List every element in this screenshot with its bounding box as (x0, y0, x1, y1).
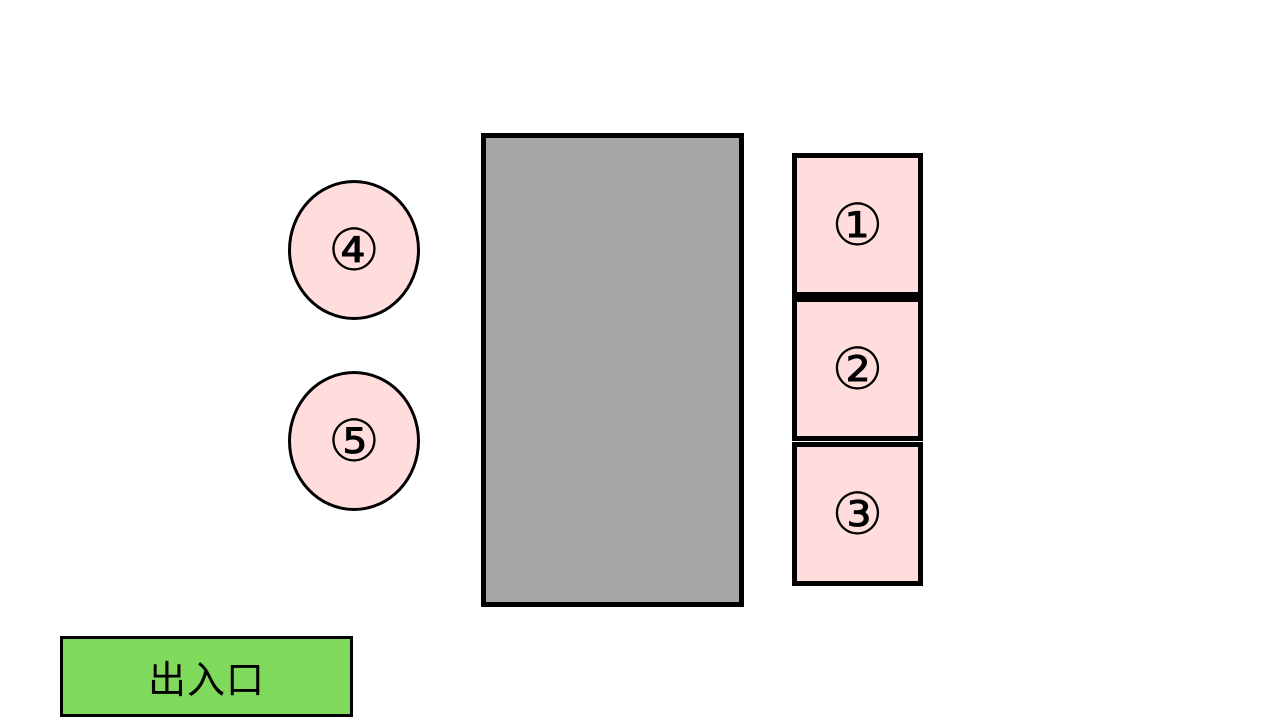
seat-4-label: ④ (328, 216, 380, 284)
seat-1: ① (792, 153, 923, 297)
entrance-label: 出入口 (147, 658, 265, 702)
seat-2-label: ② (831, 335, 884, 403)
seat-5: ⑤ (288, 371, 420, 511)
seat-1-label: ① (831, 191, 884, 259)
table (481, 133, 744, 607)
seat-5-label: ⑤ (328, 407, 380, 475)
seat-4: ④ (288, 180, 420, 320)
entrance: 出入口 (60, 636, 353, 717)
seat-3-label: ③ (831, 480, 884, 548)
seat-2: ② (792, 297, 923, 441)
seat-3: ③ (792, 442, 923, 586)
